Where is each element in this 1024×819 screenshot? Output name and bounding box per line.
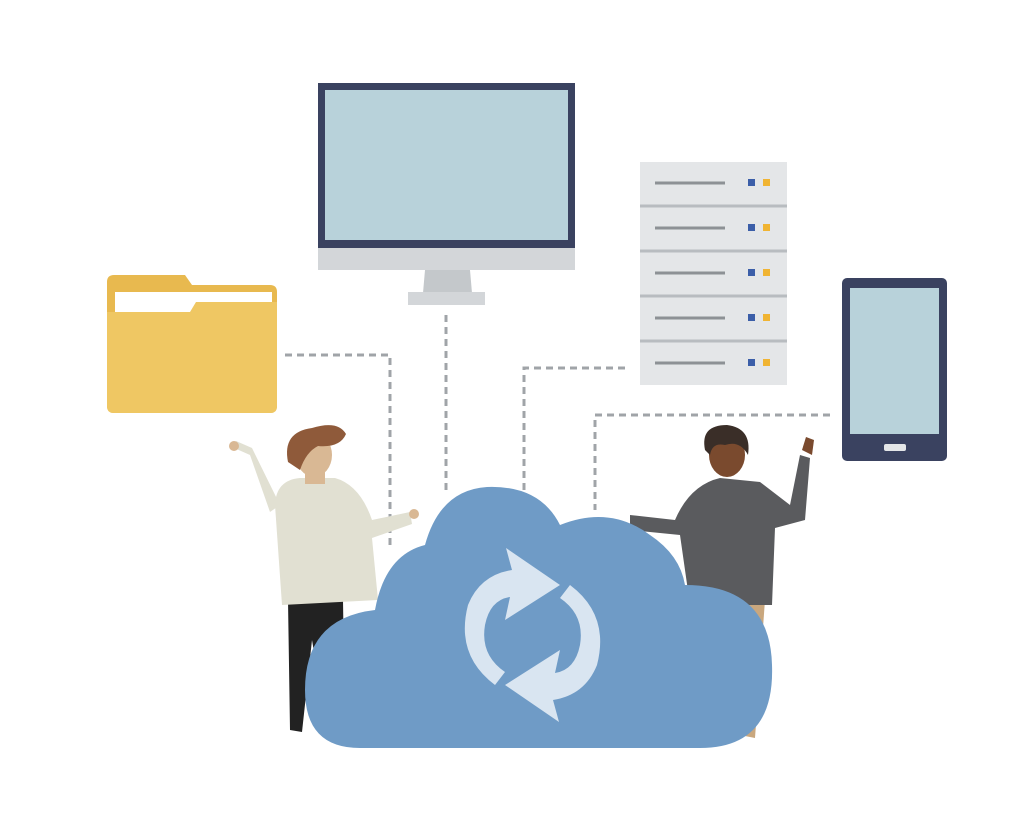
- cloud-icon: [305, 486, 773, 748]
- tablet-icon: [842, 278, 947, 461]
- folder-icon: [107, 275, 277, 413]
- server-rack-icon: [640, 162, 787, 385]
- dashed-connectors: [285, 315, 830, 545]
- connector-tablet: [593, 413, 830, 510]
- sync-arrows-icon: [464, 548, 601, 722]
- connector-server: [522, 366, 625, 492]
- connector-folder: [285, 353, 392, 545]
- monitor-icon: [318, 83, 575, 305]
